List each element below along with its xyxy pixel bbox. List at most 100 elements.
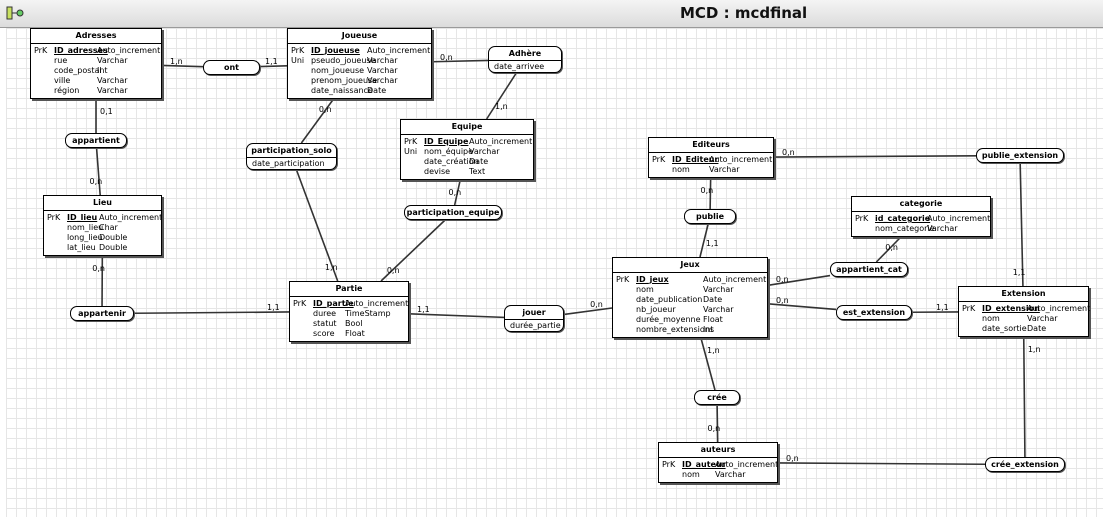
relation-title: participation_equipe (406, 208, 500, 217)
relation-title: appartenir (78, 309, 126, 318)
link-line (699, 223, 709, 258)
link-line (709, 177, 712, 210)
attribute-name: nom_lieu (67, 223, 104, 232)
relation-est_extension[interactable]: est_extension (836, 305, 912, 320)
cardinality-label: 1,1 (265, 57, 278, 66)
attribute-type: Auto_increment (1027, 304, 1091, 313)
attribute-type: Varchar (1027, 314, 1058, 323)
cardinality-label: 0,n (700, 185, 714, 195)
attribute-name: ville (54, 76, 71, 85)
relation-title: Adhère (508, 49, 542, 58)
attribute-name: nom_joueuse (311, 66, 365, 75)
attribute-name: nom_équipe (424, 147, 474, 156)
attribute-type: Auto_increment (703, 275, 767, 284)
relation-cree_extension[interactable]: crée_extension (985, 457, 1065, 472)
attribute-key (44, 233, 65, 243)
attribute-key (613, 285, 634, 295)
cardinality-label: 1,1 (705, 239, 719, 249)
relation-appartient[interactable]: appartient (65, 133, 127, 148)
attribute-key: PrK (652, 155, 666, 164)
attribute-type: Bool (345, 319, 363, 328)
relation-appartenir[interactable]: appartenir (70, 306, 134, 321)
cardinality-label: 1,1 (267, 303, 280, 313)
relation-attribute: date_participation (247, 157, 336, 169)
entity-title: Equipe (401, 120, 533, 135)
relation-ont[interactable]: ont (203, 60, 260, 75)
link-line (563, 307, 613, 316)
entity-title: Adresses (31, 29, 161, 44)
attribute-name: duree (313, 309, 337, 318)
relation-participation_equipe[interactable]: participation_equipe (404, 205, 502, 220)
attribute-key (401, 167, 422, 177)
attribute-key (44, 223, 65, 233)
attribute-type: Double (99, 233, 128, 242)
attribute-type: Char (99, 223, 118, 232)
title-bar: MCD : mcdfinal (0, 0, 1103, 28)
attribute-key: PrK (291, 46, 305, 55)
attribute-key (659, 470, 680, 480)
attribute-type: Varchar (97, 56, 128, 65)
relation-publie_extension[interactable]: publie_extension (976, 148, 1064, 163)
attribute-key (31, 76, 52, 86)
cardinality-label: 0,n (707, 424, 721, 433)
attribute-name: prenom_joueuse (311, 76, 378, 85)
attribute-name: ID_partie (313, 299, 354, 308)
attribute-type: Float (703, 315, 723, 324)
cardinality-label: 1,n (1027, 344, 1041, 354)
link-line (431, 59, 489, 63)
attribute-type: TimeStamp (345, 309, 391, 318)
attribute-name: durée_moyenne (636, 315, 701, 324)
attribute-key (31, 56, 52, 66)
attribute-key: PrK (404, 137, 418, 146)
attribute-name: région (54, 86, 80, 95)
entity-title: Editeurs (649, 138, 773, 153)
relation-title: publie_extension (981, 151, 1059, 160)
cardinality-label: 1,n (707, 345, 720, 355)
cardinality-label: 0,n (92, 263, 105, 273)
attribute-type: Date (367, 86, 387, 95)
window-title: MCD : mcdfinal (680, 4, 808, 22)
relation-cree[interactable]: crée (694, 390, 740, 405)
attribute-type: Auto_increment (927, 214, 991, 223)
attribute-key (290, 319, 311, 329)
entity-attribute-row: duree TimeStamp (290, 309, 408, 319)
attribute-name: score (313, 329, 335, 338)
relation-title: publie (695, 212, 725, 221)
attribute-type: Varchar (703, 305, 734, 314)
attribute-type: Varchar (367, 76, 398, 85)
cardinality-label: 0,n (318, 105, 332, 115)
attribute-key (31, 86, 52, 96)
cardinality-label: 0,n (590, 300, 603, 310)
cardinality-label: 1,1 (1012, 268, 1026, 277)
attribute-key (613, 305, 634, 315)
attribute-name: date_publication (636, 295, 703, 304)
relation-appartient_cat[interactable]: appartient_cat (830, 262, 908, 277)
link-line (300, 98, 335, 144)
relation-publie[interactable]: publie (684, 209, 736, 224)
attribute-type: Int (97, 66, 108, 75)
